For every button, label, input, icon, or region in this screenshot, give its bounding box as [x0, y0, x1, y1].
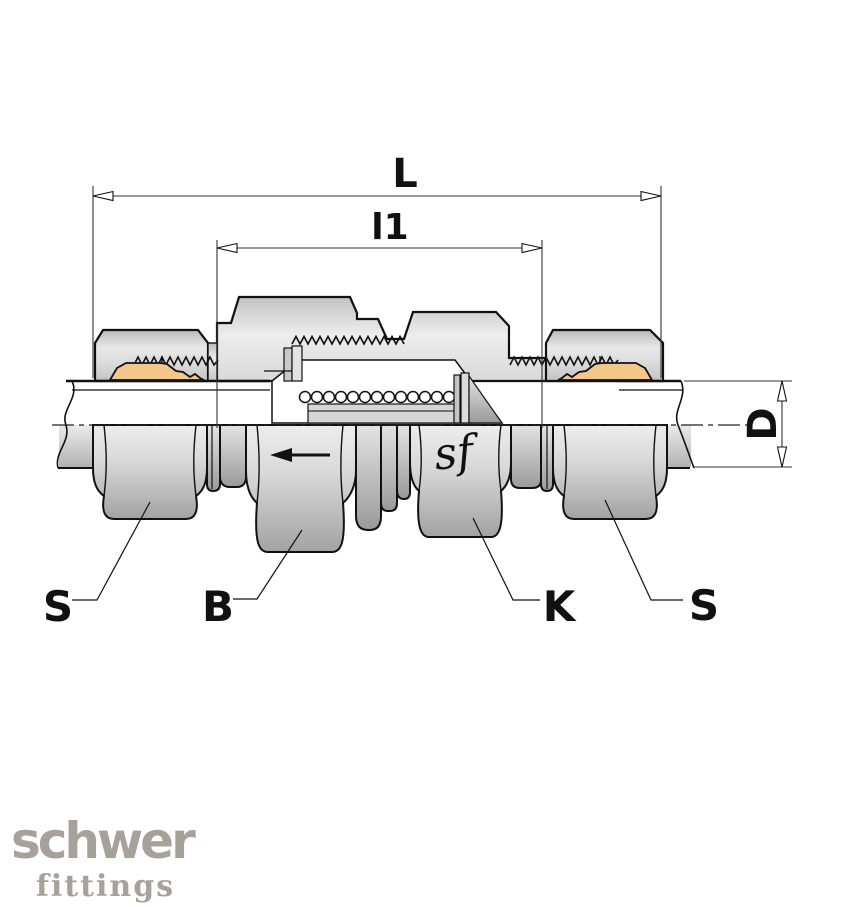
leader-body	[233, 529, 303, 600]
body-collar	[380, 424, 398, 512]
neck-right	[510, 424, 542, 489]
neck-left	[219, 424, 247, 488]
ferrule-right	[557, 362, 654, 381]
dim-label-D: D	[740, 407, 786, 440]
logo-brand-text: schwer	[11, 812, 196, 870]
section-view-top	[56, 295, 695, 469]
body-hex-B	[245, 424, 357, 553]
nut-right-hex	[552, 424, 668, 520]
leader-nut-left	[72, 501, 151, 601]
valve-seat	[283, 347, 293, 382]
leader-nut-right	[604, 499, 683, 601]
valve-guide	[307, 403, 473, 424]
cone-hex-K	[409, 424, 512, 538]
valve-poppet	[453, 372, 504, 424]
body-ring	[355, 424, 382, 531]
dimension-l1	[216, 240, 543, 428]
logo-sub-text: fittings	[36, 869, 175, 904]
nut-left-hex	[92, 424, 208, 520]
part-label-cone: K	[543, 582, 577, 631]
external-view-bottom	[58, 424, 691, 553]
ferrule-left	[108, 362, 205, 381]
brand-logo: schwer fittings	[11, 812, 199, 904]
part-label-nut-left: S	[43, 582, 73, 631]
leader-lines	[72, 499, 683, 601]
spring	[298, 390, 456, 404]
pipe-right-bottom	[667, 425, 691, 467]
dimension-L	[92, 186, 662, 378]
washer-left	[206, 424, 221, 493]
tube-right	[617, 379, 695, 469]
dim-label-L: L	[392, 151, 418, 197]
neck-mid	[396, 424, 411, 501]
part-label-nut-right: S	[689, 581, 719, 630]
flow-arrow-icon	[270, 448, 330, 462]
dimension-D	[684, 380, 792, 468]
leader-cone	[472, 517, 540, 601]
dim-label-l1: l1	[371, 207, 408, 248]
part-label-body: B	[202, 582, 234, 631]
